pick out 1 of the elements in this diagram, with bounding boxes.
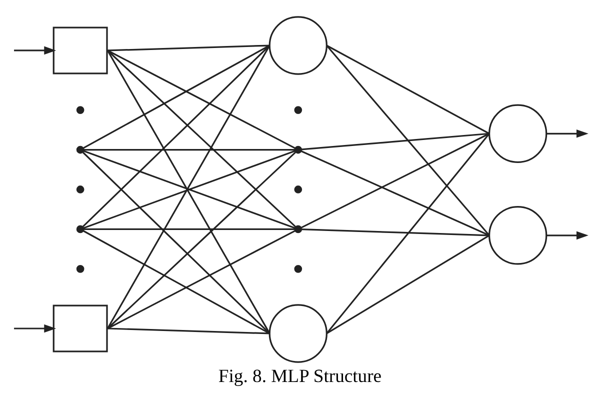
caption: Fig. 8. MLP Structure [218, 366, 382, 387]
